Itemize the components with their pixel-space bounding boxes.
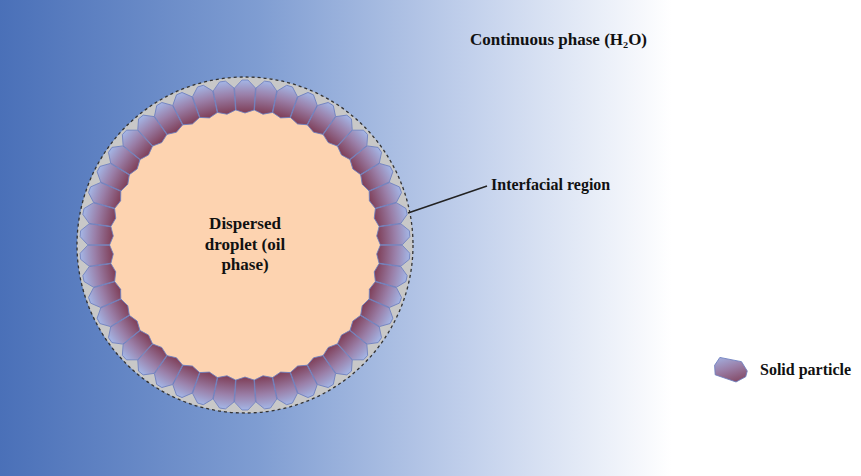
solid-particle xyxy=(372,201,409,228)
solid-particle xyxy=(117,125,155,163)
region-label: Interfacial region xyxy=(491,176,610,194)
solid-particle xyxy=(170,89,202,128)
solid-particle xyxy=(104,141,143,177)
solid-particle xyxy=(288,89,320,128)
solid-particle xyxy=(235,80,256,113)
solid-particle xyxy=(133,110,170,149)
node-text-holder: Dispersed droplet (oil phase) xyxy=(110,110,380,380)
solid-particle xyxy=(81,201,118,228)
phase-label: Continuous phase (H₂O) xyxy=(470,30,647,50)
solid-particle xyxy=(376,244,410,267)
particle-ring xyxy=(80,80,411,410)
solid-particle xyxy=(334,125,372,163)
solid-particle xyxy=(94,160,133,194)
solid-particle xyxy=(235,377,256,410)
solid-particle xyxy=(104,313,143,349)
solid-particle xyxy=(80,223,114,246)
solid-particle xyxy=(94,296,133,330)
leader-line xyxy=(408,186,487,213)
solid-particle xyxy=(334,327,372,365)
solid-particle xyxy=(150,99,185,138)
legend-sample xyxy=(712,357,750,383)
solid-particle xyxy=(288,362,320,401)
solid-particle xyxy=(357,160,396,194)
solid-particle xyxy=(212,374,237,410)
solid-particle xyxy=(366,279,404,310)
solid-particle xyxy=(357,296,396,330)
solid-particle xyxy=(271,369,300,406)
solid-particle xyxy=(305,99,340,138)
solid-particle xyxy=(376,223,410,246)
solid-particle xyxy=(305,352,340,391)
solid-particle xyxy=(320,341,357,380)
solid-particle xyxy=(253,80,278,116)
solid-particle xyxy=(347,313,386,349)
solid-particle xyxy=(320,110,357,149)
solid-particle xyxy=(117,327,155,365)
solid-particle xyxy=(212,80,237,116)
solid-particle xyxy=(86,279,124,310)
legend-text: Solid particle xyxy=(760,361,851,379)
solid-particle xyxy=(86,180,124,211)
solid-particle xyxy=(366,180,404,211)
solid-particle xyxy=(133,341,170,380)
solid-particle xyxy=(190,369,219,406)
droplet-node: Dispersed droplet (oil phase) xyxy=(110,110,380,380)
solid-particle xyxy=(190,83,219,120)
solid-particle xyxy=(347,141,386,177)
solid-particle xyxy=(150,352,185,391)
solid-particle xyxy=(81,262,118,289)
solid-particle xyxy=(253,374,278,410)
interfacial-ring xyxy=(77,77,413,413)
solid-particle-icon xyxy=(712,357,749,383)
legend-item: Solid particle xyxy=(712,357,851,383)
solid-particle xyxy=(372,262,409,289)
solid-particle xyxy=(271,83,300,120)
solid-particle xyxy=(80,244,114,267)
droplet-circle xyxy=(110,110,380,380)
solid-particle xyxy=(170,362,202,401)
node-text: Dispersed droplet (oil phase) xyxy=(201,214,289,275)
